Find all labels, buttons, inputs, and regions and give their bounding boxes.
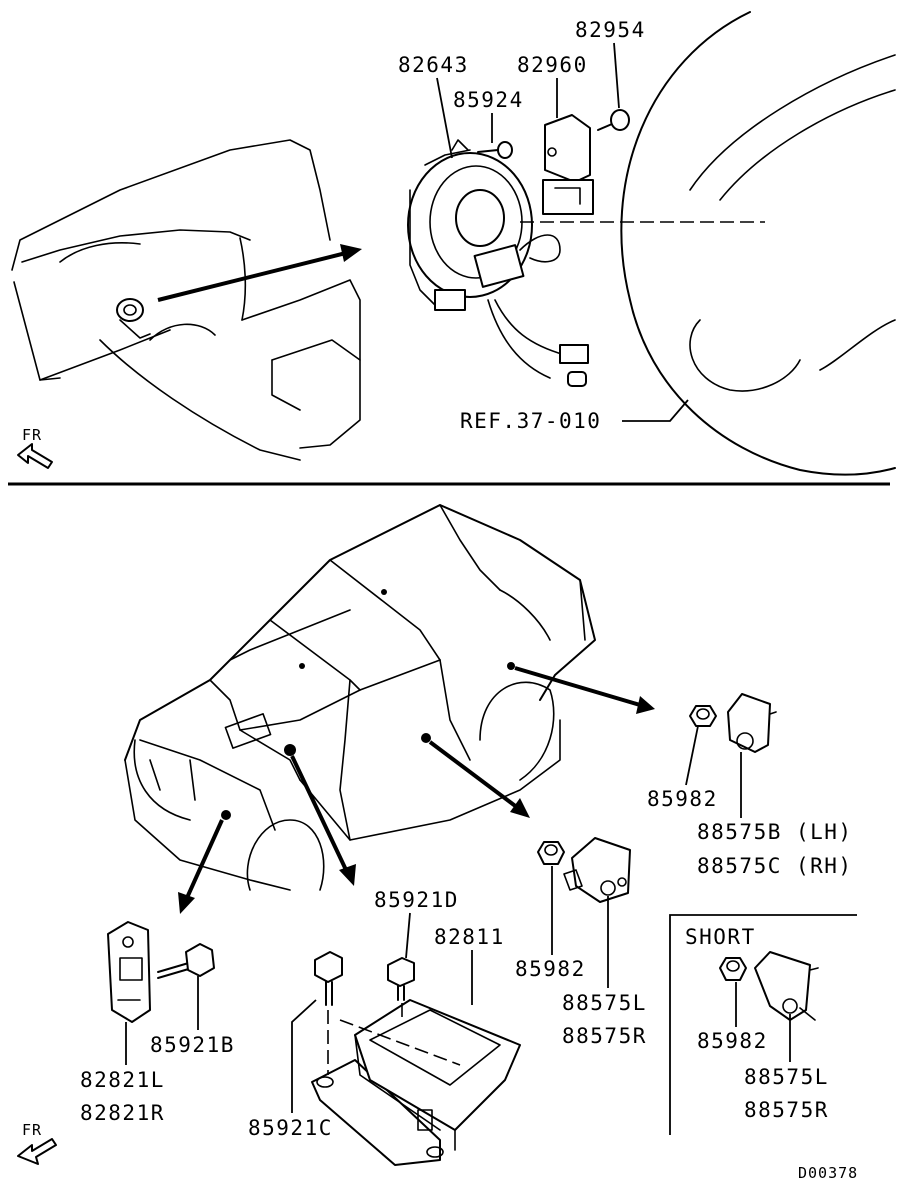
label-side-sensor-l: 88575L [562,991,647,1015]
front-bolt-icon [157,943,215,979]
label-side-sensor-r: 88575R [562,1024,647,1048]
side-nut-icon [537,841,565,865]
label-rear-sensor-rh: 88575C (RH) [697,854,853,878]
label-side-nut: 85982 [515,957,586,981]
dashboard-illustration [11,139,361,461]
leader-82643 [436,77,453,159]
steering-sensor-82960 [542,114,594,215]
side-sensor-icon [563,837,631,903]
label-82811: 82811 [434,925,505,949]
control-unit-icon [311,999,521,1166]
short-nut-icon [719,957,747,981]
clock-spring-assembly [407,139,589,387]
label-82960: 82960 [517,53,588,77]
screw-85924 [477,141,513,159]
short-sensor-icon [754,951,819,1021]
steering-column-mount [116,298,151,339]
label-85924: 85924 [453,88,524,112]
arrow-front-sensor [178,819,224,914]
label-rear-nut: 85982 [647,787,718,811]
label-85921d: 85921D [374,888,459,912]
label-front-bolt: 85921B [150,1033,235,1057]
rear-sensor-icon [727,693,777,753]
vehicle-illustration [124,504,596,891]
leader-ref [622,399,689,422]
control-unit-centerline [339,1019,461,1066]
screw-82954 [597,109,630,131]
label-front-sensor-l: 82821L [80,1068,165,1092]
label-ref: REF.37-010 [460,409,601,433]
arrow-control-unit [290,755,356,886]
leader-rear-nut [685,725,699,786]
label-85921c: 85921C [248,1116,333,1140]
bolt-85921d-icon [387,957,415,1001]
bolt-85921c-icon [314,951,343,1006]
front-sensor-icon [107,921,151,1023]
leader-85921c [291,999,317,1113]
direction-label-top: FR [22,426,42,444]
short-box-title: SHORT [685,925,756,949]
leader-85921d [405,912,411,959]
direction-label-bottom: FR [22,1121,42,1139]
callout-arrow-clock-spring [157,244,362,302]
short-variant-box: SHORT 85982 88575L 88575R [669,914,857,1135]
arrow-rear-sensor [514,666,655,714]
forward-arrow-bottom-icon [17,1138,57,1165]
steering-wheel-outline [620,11,896,476]
short-label-sensor-r: 88575R [744,1098,829,1122]
arrow-side-sensor [428,740,530,818]
forward-arrow-top-icon [17,443,53,469]
leader-82954 [613,42,620,109]
label-rear-sensor-lh: 88575B (LH) [697,820,853,844]
diagram-id: D00378 [798,1164,858,1182]
short-label-sensor-l: 88575L [744,1065,829,1089]
label-front-sensor-r: 82821R [80,1101,165,1125]
label-82954: 82954 [575,18,646,42]
rear-nut-icon [689,705,717,727]
label-82643: 82643 [398,53,469,77]
short-label-nut: 85982 [697,1029,768,1053]
